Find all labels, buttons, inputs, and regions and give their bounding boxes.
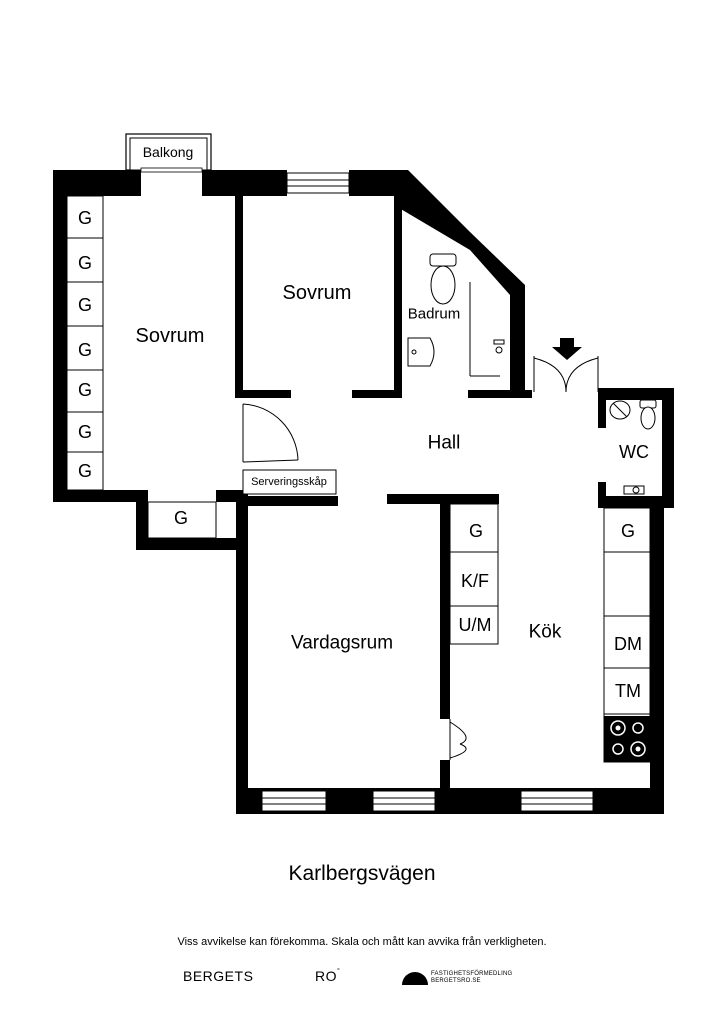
wardrobe-label: G xyxy=(174,508,188,528)
bathroom-label: Badrum xyxy=(408,306,461,323)
brand-right: RO° xyxy=(315,968,340,984)
washer-label: TM xyxy=(615,681,641,701)
entrance-arrow-icon xyxy=(552,338,582,360)
wardrobe-label: G xyxy=(469,521,483,541)
stove-icon xyxy=(604,716,650,762)
living-room-label: Vardagsrum xyxy=(291,633,393,654)
wardrobe-label: G xyxy=(78,422,92,442)
wardrobe-label: G xyxy=(78,340,92,360)
doors xyxy=(242,356,599,760)
balcony-label: Balkong xyxy=(143,144,194,160)
wardrobe-box xyxy=(147,501,217,539)
wardrobe-label: G xyxy=(78,253,92,273)
balcony: Balkong xyxy=(125,133,212,173)
wardrobe-label: G xyxy=(78,461,92,481)
serving-cabinet xyxy=(242,469,337,495)
walls xyxy=(53,170,674,814)
microwave-label: U/M xyxy=(459,615,492,635)
wardrobe-label: G xyxy=(78,208,92,228)
bedroom-left-label: Sovrum xyxy=(136,325,205,347)
wardrobe-label: G xyxy=(621,521,635,541)
dishwasher-label: DM xyxy=(614,634,642,654)
wc-label: WC xyxy=(619,442,649,462)
bedroom-middle-label: Sovrum xyxy=(283,282,352,304)
wardrobe-label: G xyxy=(78,380,92,400)
agency-line2: BERGETSRO.SE xyxy=(431,978,481,984)
serving-cabinet-label: Serveringsskåp xyxy=(251,476,327,488)
kitchen-label: Kök xyxy=(529,622,562,643)
fridge-freezer-label: K/F xyxy=(461,571,489,591)
hall-label: Hall xyxy=(428,433,461,454)
wardrobe-label: G xyxy=(78,295,92,315)
agency-logo: FASTIGHETSFÖRMEDLING BERGETSRO.SE xyxy=(401,968,531,990)
wardrobe-column xyxy=(66,195,104,491)
street-name: Karlbergsvägen xyxy=(288,862,436,885)
disclaimer: Viss avvikelse kan förekomma. Skala och … xyxy=(177,936,547,948)
half-circle-logo-icon xyxy=(402,972,428,985)
windows xyxy=(261,172,594,812)
wc-fixtures xyxy=(609,399,657,495)
kitchen-left-counter xyxy=(449,503,499,645)
floor-plan: Balkong G G G G G G G G Sovrum Sovrum Ba… xyxy=(53,133,674,814)
brand-left: BERGETS xyxy=(183,968,254,984)
agency-line1: FASTIGHETSFÖRMEDLING xyxy=(431,971,513,977)
bathroom-fixtures xyxy=(407,253,505,377)
brand-right-mark: ° xyxy=(337,968,341,975)
brand-right-text: RO xyxy=(315,968,337,984)
